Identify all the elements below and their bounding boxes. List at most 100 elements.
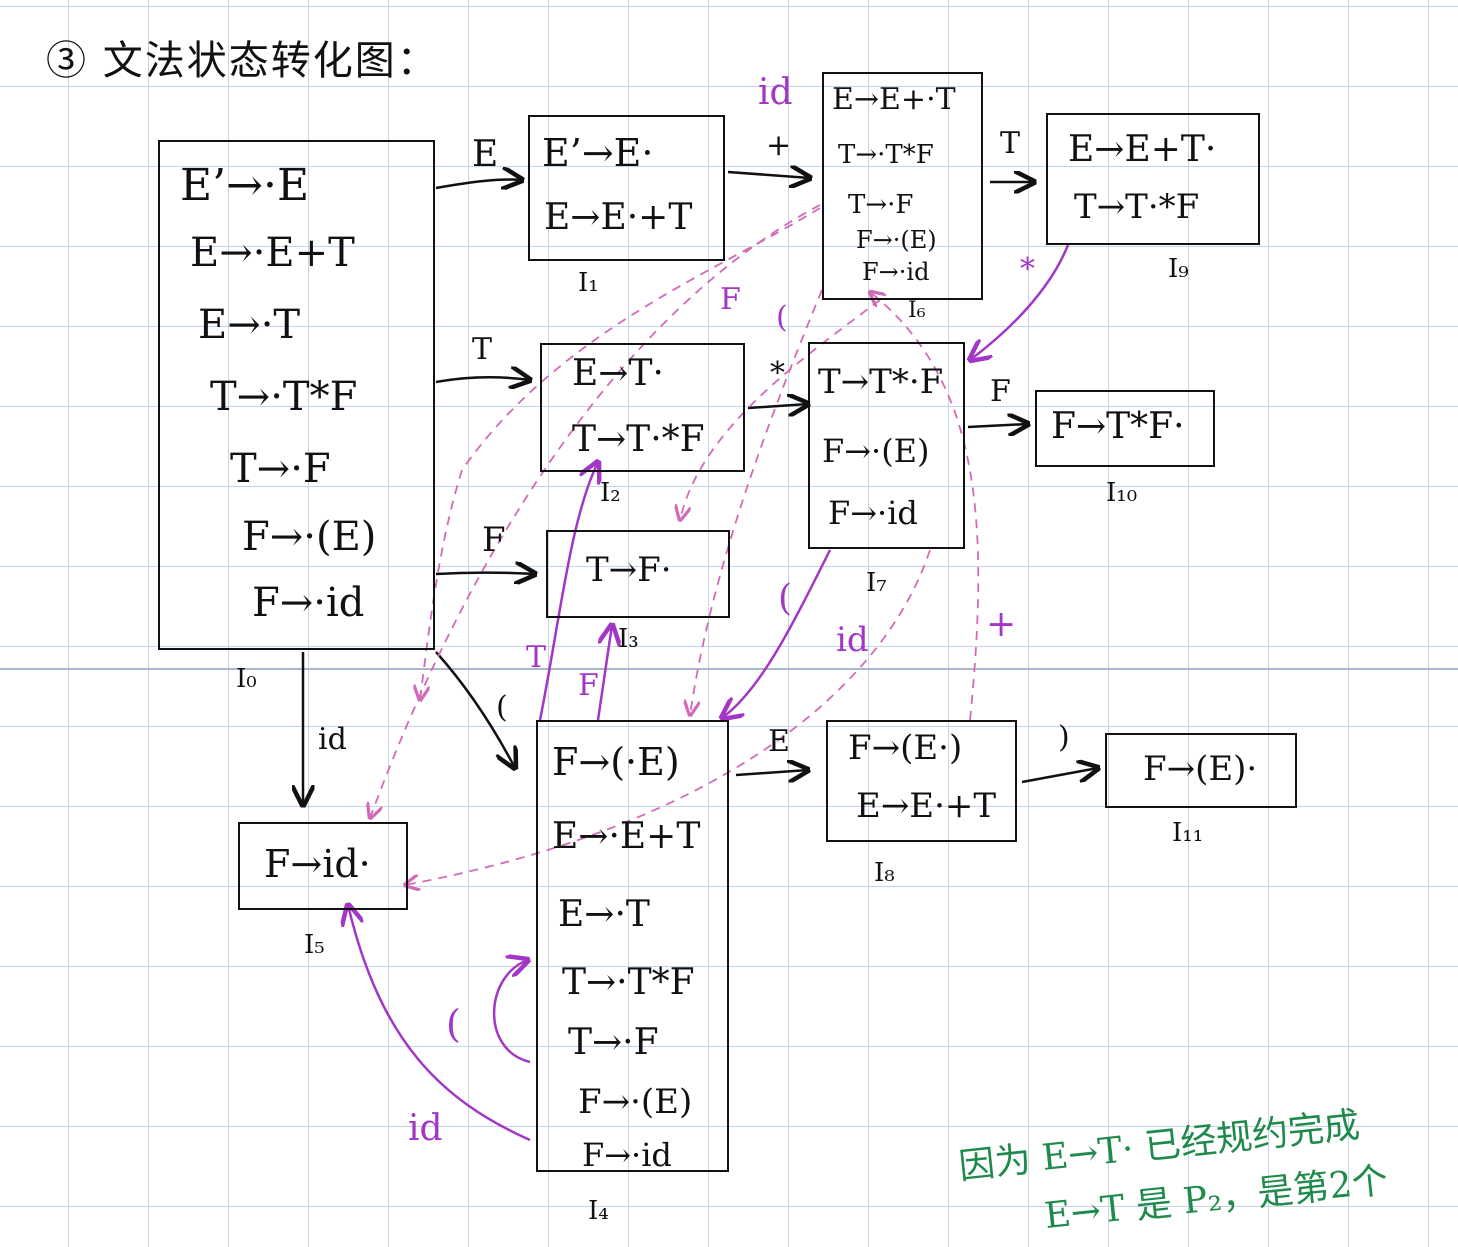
item: T→F· xyxy=(586,550,672,590)
state-label-i3: I₃ xyxy=(618,624,639,654)
item: T→T·*F xyxy=(572,419,705,460)
item: F→T*F· xyxy=(1051,406,1185,447)
edge-i0-i2 xyxy=(435,377,530,382)
item: F→·(E) xyxy=(822,432,930,470)
edge-label-t: T xyxy=(1000,126,1021,161)
state-i9: E→E+T· T→T·*F xyxy=(1046,113,1260,245)
state-label-i5: I₅ xyxy=(304,930,325,960)
item: F→·(E) xyxy=(856,226,937,254)
edge-i4-i4-loop xyxy=(492,960,530,1064)
edge-i6-i3 xyxy=(680,299,881,520)
state-label-i1: I₁ xyxy=(578,268,599,298)
edge-i7-i4 xyxy=(722,549,832,718)
edge-i1-i6 xyxy=(727,172,810,178)
state-i3: T→F· xyxy=(546,530,730,618)
state-i2: E→T· T→T·*F xyxy=(540,343,745,472)
edge-label-id: id xyxy=(318,722,347,757)
state-i7: T→T*·F F→·(E) F→·id xyxy=(808,342,965,549)
edge-i0-i4 xyxy=(435,651,515,768)
state-label-i9: I₉ xyxy=(1168,254,1189,284)
state-label-i10: I₁₀ xyxy=(1106,478,1138,508)
edge-label-plus: + xyxy=(986,604,1017,645)
edge-label-id: id xyxy=(758,72,793,113)
item: F→(·E) xyxy=(552,740,680,784)
edge-i6-i4 xyxy=(690,289,823,715)
item: E→·E+T xyxy=(552,816,701,857)
edge-label-lparen: ( xyxy=(496,690,508,725)
state-label-i8: I₈ xyxy=(874,858,895,888)
item: E’→E· xyxy=(542,131,654,175)
page-title: ③ 文法状态转化图： xyxy=(46,38,439,84)
edge-i6-i2 xyxy=(420,207,821,700)
edge-label-e: E xyxy=(472,134,499,175)
edge-i8-i11 xyxy=(1021,768,1098,784)
state-i4: F→(·E) E→·E+T E→·T T→·T*F T→·F F→·(E) F→… xyxy=(536,720,729,1174)
edge-label-e: E xyxy=(768,724,790,759)
item: F→·id xyxy=(252,580,365,626)
state-i6: E→E+·T T→·T*F T→·F F→·(E) F→·id xyxy=(822,72,983,300)
ruled-line xyxy=(0,668,1458,670)
edge-label-plus: + xyxy=(766,128,792,163)
item: E→·E+T xyxy=(190,230,355,276)
edge-label-lparen: ( xyxy=(778,578,793,619)
item: F→(E)· xyxy=(1143,749,1258,789)
edge-i2-i7 xyxy=(747,404,808,408)
state-i10: F→T*F· xyxy=(1035,390,1215,467)
edge-label-id: id xyxy=(408,1108,443,1149)
item: T→·F xyxy=(568,1022,659,1063)
state-i1: E’→E· E→E·+T xyxy=(528,115,725,261)
state-label-i7: I₇ xyxy=(866,568,887,598)
edge-i4-i3 xyxy=(596,625,612,721)
item: F→(E·) xyxy=(848,728,963,768)
edge-label-f: F xyxy=(578,668,599,703)
state-label-i4: I₄ xyxy=(588,1196,609,1226)
edge-label-star: * xyxy=(770,356,785,391)
edge-i0-i3 xyxy=(435,573,535,575)
state-i0: E’→·E E→·E+T E→·T T→·T*F T→·F F→·(E) F→·… xyxy=(158,140,435,650)
item: F→id· xyxy=(264,842,371,886)
edge-label-t: T xyxy=(526,640,547,675)
edge-label-f: F xyxy=(482,520,506,560)
edge-label-id: id xyxy=(836,620,869,660)
item: F→·(E) xyxy=(578,1082,693,1122)
item: F→·(E) xyxy=(242,514,377,560)
state-label-i0: I₀ xyxy=(236,664,257,694)
state-label-i2: I₂ xyxy=(600,478,621,508)
item: F→·id xyxy=(582,1136,672,1174)
edge-i8-i6 xyxy=(870,292,980,721)
state-label-i6: I₆ xyxy=(908,298,926,323)
edge-i4-i8 xyxy=(735,770,808,775)
item: E→E+·T xyxy=(832,82,956,117)
state-i5: F→id· xyxy=(238,822,408,910)
edge-label-rparen: ) xyxy=(1058,720,1070,755)
edge-i7-i10 xyxy=(967,424,1028,427)
edge-label-t: T xyxy=(472,332,493,367)
edge-label-f: F xyxy=(990,374,1011,409)
edge-i4-i5 xyxy=(348,905,531,1142)
item: T→·F xyxy=(230,446,331,492)
edge-i9-i7 xyxy=(970,244,1070,360)
item: T→T·*F xyxy=(1074,187,1200,227)
edge-label-lparen: ( xyxy=(776,300,788,335)
item: T→·T*F xyxy=(562,962,695,1003)
item: E→E+T· xyxy=(1068,129,1217,170)
item: T→·T*F xyxy=(210,374,358,420)
item: E’→·E xyxy=(180,160,310,211)
item: E→·T xyxy=(198,302,301,348)
edge-i7-i5 xyxy=(405,549,931,885)
item: T→·F xyxy=(848,190,914,220)
item: E→·T xyxy=(558,894,650,935)
edge-label-star: * xyxy=(1020,252,1035,287)
edge-i0-i1 xyxy=(435,179,522,188)
edge-label-lparen: ( xyxy=(446,1002,461,1046)
item: E→E·+T xyxy=(856,786,997,826)
item: F→·id xyxy=(828,494,918,532)
edge-i4-i2 xyxy=(538,462,598,721)
item: E→E·+T xyxy=(544,197,693,238)
state-label-i11: I₁₁ xyxy=(1172,818,1204,848)
item: T→·T*F xyxy=(838,140,934,170)
item: F→·id xyxy=(862,258,930,286)
state-i8: F→(E·) E→E·+T xyxy=(826,720,1017,842)
state-i11: F→(E)· xyxy=(1105,733,1297,808)
